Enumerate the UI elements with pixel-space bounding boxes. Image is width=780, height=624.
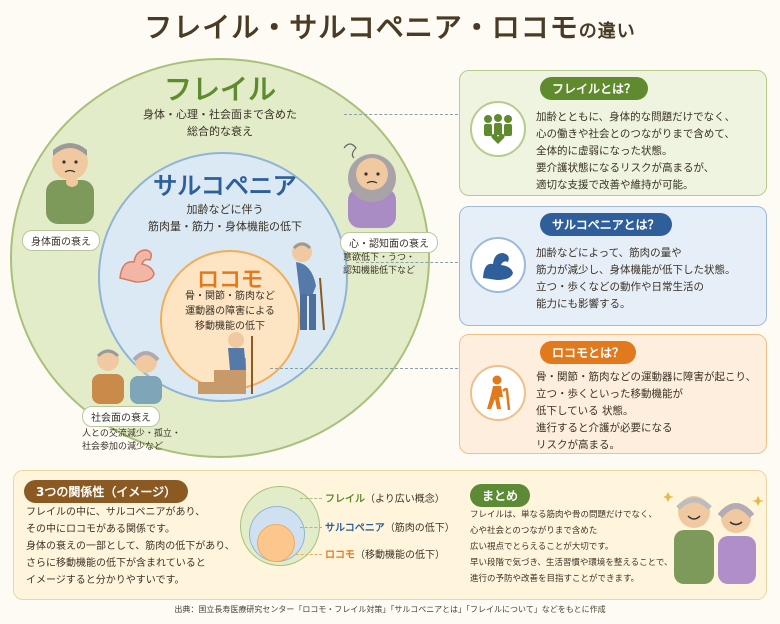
mini-locomo-circle bbox=[257, 524, 295, 562]
sarcopenia-definition: 加齢などによって、筋肉の量や筋力が減少し、身体機能が低下した状態。立つ・歩くなど… bbox=[536, 247, 736, 310]
sarcopenia-description: 加齢などに伴う筋肉量・筋力・身体機能の低下 bbox=[148, 203, 302, 233]
frailty-definition: 加齢とともに、身体的な問題だけでなく、心の働きや社会とのつながりまで含めて、全体… bbox=[536, 111, 736, 191]
frailty-label: フレイル bbox=[163, 73, 276, 106]
people-heart-icon bbox=[470, 101, 526, 157]
legend-sarcopenia: サルコペニア（筋肉の低下） bbox=[325, 523, 455, 534]
summary-heading: まとめ bbox=[470, 484, 531, 507]
mental-decline-tag: 心・認知面の衰え bbox=[340, 232, 438, 253]
sarcopenia-connector bbox=[356, 262, 458, 263]
elderly-woman-worried-illustration bbox=[343, 143, 396, 228]
locomo-definition: 骨・関節・筋肉などの運動器に障害が起こり、立つ・歩くといった移動機能が低下してい… bbox=[536, 371, 757, 451]
legend-frailty-line bbox=[300, 498, 322, 499]
frailty-info-box: フレイルとは？ 加齢とともに、身体的な問題だけでなく、心の働きや社会とのつながり… bbox=[459, 70, 767, 196]
page-title: フレイル・サルコペニア・ロコモの違い bbox=[144, 11, 636, 44]
sarcopenia-info-box: サルコペニアとは？ 加齢などによって、筋肉の量や筋力が減少し、身体機能が低下した… bbox=[459, 206, 767, 326]
social-decline-note: 人との交流減少・孤立・社会参加の減少など bbox=[82, 429, 181, 452]
flexed-arm-illustration bbox=[119, 249, 155, 283]
sarcopenia-label: サルコペニア bbox=[153, 172, 297, 200]
locomo-label: ロコモ bbox=[196, 268, 263, 293]
social-decline-tag: 社会面の衰え bbox=[82, 406, 160, 427]
happy-elderly-couple-illustration bbox=[664, 492, 764, 584]
flexed-arm-icon bbox=[470, 237, 526, 293]
summary-text: フレイルは、単なる筋肉や骨の問題だけでなく、心や社会とのつながりまで含めた広い視… bbox=[470, 510, 673, 584]
elderly-man-worried-illustration bbox=[46, 143, 94, 224]
frailty-connector bbox=[344, 114, 458, 115]
legend-frailty: フレイル（より広い概念） bbox=[325, 494, 445, 505]
elderly-couple-talking-illustration bbox=[92, 349, 162, 404]
mental-decline-note: 意欲低下・うつ・認知機能低下など bbox=[343, 253, 416, 276]
legend-sarcopenia-line bbox=[300, 527, 322, 528]
sarcopenia-heading: サルコペニアとは？ bbox=[540, 213, 672, 236]
stairs-climbing-illustration bbox=[198, 332, 253, 394]
locomo-heading: ロコモとは？ bbox=[540, 341, 637, 364]
source-citation: 出典：国立長寿医療研究センター「ロコモ・フレイル対策」「サルコペニアとは」「フレ… bbox=[174, 605, 606, 614]
locomo-info-box: ロコモとは？ 骨・関節・筋肉などの運動器に障害が起こり、立つ・歩くといった移動機… bbox=[459, 334, 767, 454]
frailty-heading: フレイルとは？ bbox=[540, 77, 649, 100]
physical-decline-tag: 身体面の衰え bbox=[22, 230, 100, 251]
frailty-description: 身体・心理・社会面まで含めた総合的な衰え bbox=[143, 108, 297, 138]
relation-text: フレイルの中に、サルコペニアがあり、その中にロコモがある関係です。身体の衰えの一… bbox=[26, 507, 235, 586]
elderly-man-bent-illustration bbox=[292, 242, 325, 331]
locomo-description: 骨・関節・筋肉など運動器の障害による移動機能の低下 bbox=[185, 291, 275, 332]
relation-heading: 3つの関係性（イメージ） bbox=[24, 480, 189, 503]
legend-locomo: ロコモ（移動機能の低下） bbox=[325, 550, 445, 561]
walking-cane-icon bbox=[470, 365, 526, 421]
legend-locomo-line bbox=[296, 554, 322, 555]
locomo-connector bbox=[270, 368, 458, 369]
